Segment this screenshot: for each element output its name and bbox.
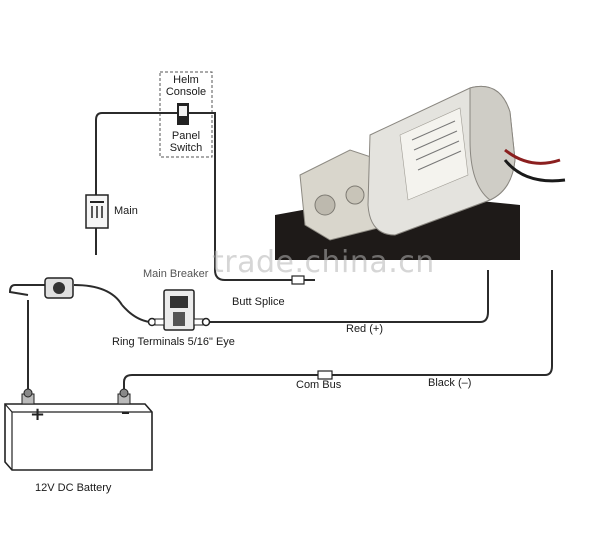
switch-return-wire — [189, 112, 292, 281]
black-wire-label: Black (–) — [428, 377, 472, 389]
ring-terminals — [147, 317, 211, 327]
com-bus-label: Com Bus — [296, 379, 342, 391]
junction-wire — [73, 284, 123, 306]
battery-switch-icon[interactable] — [44, 277, 74, 299]
panel-switch-label: Panel Switch — [169, 130, 203, 154]
battery-positive-sign: + — [30, 404, 46, 425]
watermark: trade.china.cn — [212, 245, 435, 280]
battery-negative-sign: – — [121, 402, 130, 423]
red-positive-wire — [205, 270, 489, 323]
com-bus-icon — [317, 370, 333, 380]
main-breaker-label: Main Breaker — [143, 268, 209, 280]
rocker-switch-icon[interactable] — [177, 103, 189, 125]
wires — [8, 112, 553, 392]
water-pump-icon — [270, 60, 600, 260]
battery-icon — [4, 388, 153, 471]
fuse-block-icon[interactable] — [85, 194, 109, 229]
left-loop-wire — [8, 284, 45, 296]
helm-console-label: Helm Console — [165, 74, 207, 98]
black-negative-wire — [123, 270, 553, 392]
switch-feed-wire — [95, 112, 177, 195]
ring-terminals-label: Ring Terminals 5/16" Eye — [112, 336, 235, 348]
to-breaker-wire — [121, 304, 151, 323]
butt-splice-icon — [291, 275, 305, 285]
butt-splice-label: Butt Splice — [232, 296, 285, 308]
battery-label: 12V DC Battery — [35, 482, 112, 494]
main-fuse-label: Main — [114, 205, 138, 217]
helm-console-box — [159, 71, 213, 158]
red-wire-label: Red (+) — [346, 323, 383, 335]
circuit-breaker-icon[interactable] — [163, 289, 195, 331]
